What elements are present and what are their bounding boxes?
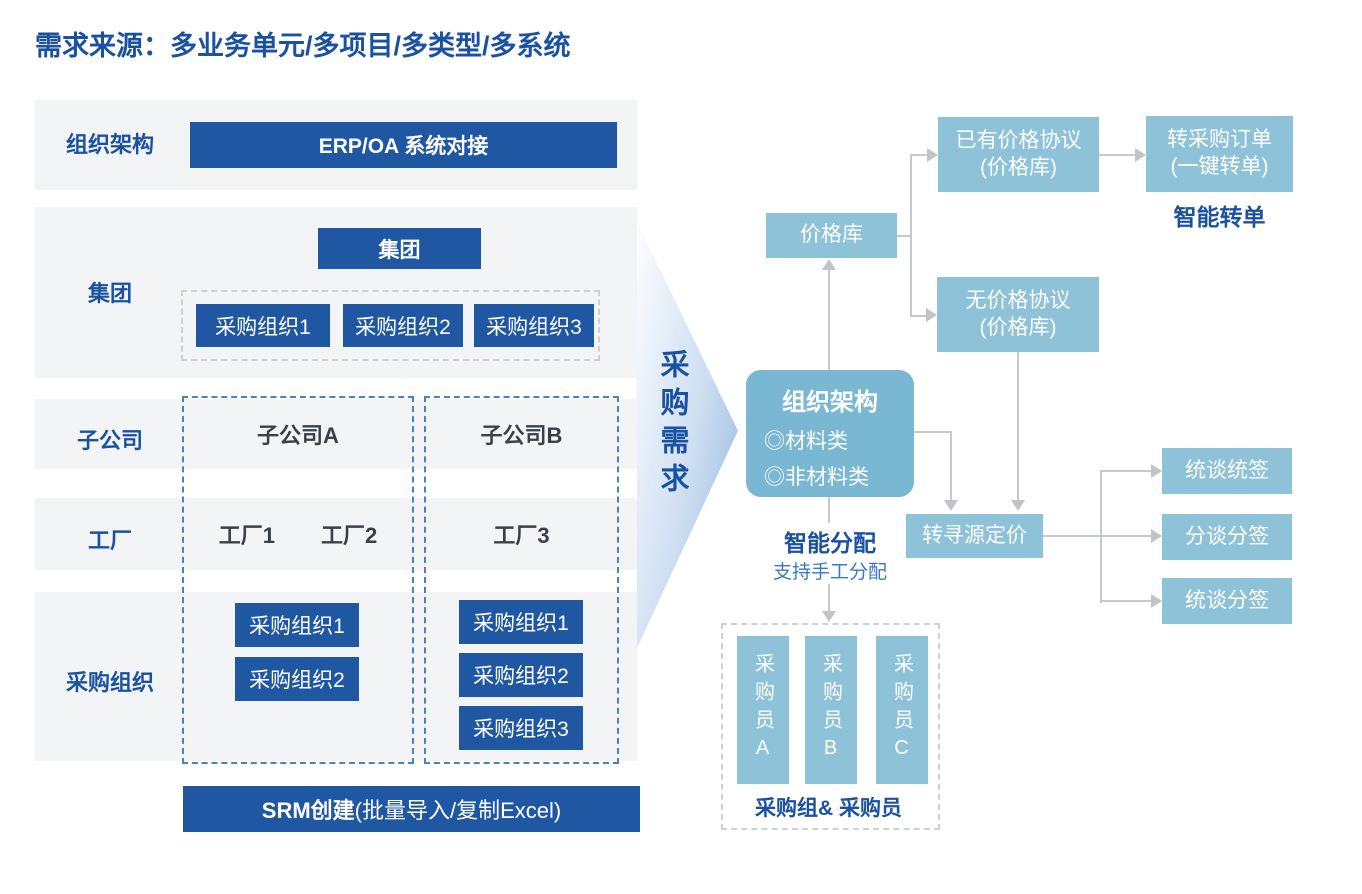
row-factory <box>35 498 637 570</box>
group-node: 集团 <box>318 228 481 269</box>
row-org-structure-label: 组织架构 <box>65 132 154 157</box>
connector-line <box>1100 600 1151 602</box>
row-subsidiary <box>35 399 637 469</box>
to-order-line1: 转采购订单 <box>1167 128 1272 152</box>
manual-assign-label: 支持手工分配 <box>772 562 887 583</box>
row-subsidiary-label: 子公司 <box>76 428 143 453</box>
flow-node-no-agreement: 无价格协议 (价格库) <box>937 277 1099 352</box>
buyer-b-node: 采购员B <box>805 636 857 784</box>
connector-line <box>1099 154 1135 156</box>
flow-node-sign-1: 统谈统签 <box>1162 448 1292 494</box>
srm-create-node: SRM创建(批量导入/复制Excel) <box>183 786 640 832</box>
arrow-right-icon <box>927 148 938 162</box>
no-agreement-line2: (价格库) <box>979 315 1057 339</box>
row-factory-label: 工厂 <box>87 528 132 553</box>
factory-3-node: 工厂3 <box>493 523 550 548</box>
arrow-right-icon <box>1151 464 1162 478</box>
connector-line <box>1043 535 1102 537</box>
sub-b-purchase-org-3-node: 采购组织3 <box>459 706 583 750</box>
factory-1-node: 工厂1 <box>218 523 275 548</box>
buyer-a-node: 采购员A <box>737 636 789 784</box>
has-agreement-line1: 已有价格协议 <box>955 128 1082 152</box>
connector-line <box>914 431 952 433</box>
flow-node-has-agreement: 已有价格协议 (价格库) <box>938 117 1099 192</box>
flow-node-sign-3: 统谈分签 <box>1162 578 1292 624</box>
connector-line <box>910 315 927 317</box>
sub-a-purchase-org-2-node: 采购组织2 <box>235 657 359 701</box>
arrow-down-icon <box>822 611 836 622</box>
arrow-up-icon <box>822 259 836 270</box>
connector-line <box>1017 352 1019 500</box>
connector-line <box>910 154 927 156</box>
flow-node-org-structure: 组织架构 ◎材料类 ◎非材料类 <box>746 370 914 497</box>
connector-line <box>910 154 912 317</box>
connector-line <box>828 497 830 523</box>
smart-transfer-label: 智能转单 <box>1173 204 1266 230</box>
group-purchase-org-3-node: 采购组织3 <box>474 304 594 347</box>
erp-oa-node: ERP/OA 系统对接 <box>190 122 617 168</box>
sub-b-purchase-org-1-node: 采购组织1 <box>459 600 583 644</box>
arrow-down-icon <box>944 500 958 511</box>
demand-arrow-label: 采购需求 <box>656 349 688 501</box>
subsidiary-a-node: 子公司A <box>257 423 339 448</box>
to-order-line2: (一键转单) <box>1170 155 1269 178</box>
no-agreement-line1: 无价格协议 <box>965 288 1071 312</box>
arrow-right-icon <box>926 308 937 322</box>
org-structure-bullet-material: ◎材料类 <box>764 430 848 453</box>
factory-2-node: 工厂2 <box>321 523 378 548</box>
group-orgs-dashed-box <box>181 290 600 361</box>
has-agreement-line2: (价格库) <box>980 155 1057 179</box>
flow-node-to-sourcing: 转寻源定价 <box>906 514 1043 558</box>
srm-create-suffix: (批量导入/复制Excel) <box>354 798 562 823</box>
flow-node-to-order: 转采购订单 (一键转单) <box>1146 116 1293 192</box>
group-purchase-org-1-node: 采购组织1 <box>196 304 330 347</box>
buyer-c-node: 采购员C <box>876 636 928 784</box>
connector-line <box>828 584 830 612</box>
flow-node-sign-2: 分谈分签 <box>1162 514 1292 560</box>
flow-node-price-lib: 价格库 <box>766 213 897 258</box>
connector-line <box>950 431 952 500</box>
connector-line <box>897 235 912 237</box>
row-purchase-org-label: 采购组织 <box>65 670 154 695</box>
arrow-right-icon <box>1151 594 1162 608</box>
smart-assign-label: 智能分配 <box>784 530 876 556</box>
arrow-down-icon <box>1011 500 1025 511</box>
group-purchase-org-2-node: 采购组织2 <box>343 304 463 347</box>
buyers-dashed-box <box>721 623 940 830</box>
buyers-group-label: 采购组& 采购员 <box>755 797 902 820</box>
connector-line <box>828 270 830 370</box>
org-structure-title: 组织架构 <box>782 389 878 416</box>
column-b-dashed-box <box>424 396 619 764</box>
column-a-dashed-box <box>182 396 414 764</box>
sub-b-purchase-org-2-node: 采购组织2 <box>459 653 583 697</box>
srm-create-title: SRM创建 <box>261 798 355 823</box>
org-structure-bullet-non-material: ◎非材料类 <box>764 466 869 489</box>
arrow-right-icon <box>1151 529 1162 543</box>
sub-a-purchase-org-1-node: 采购组织1 <box>235 603 359 647</box>
connector-line <box>1100 470 1151 472</box>
connector-line <box>1100 535 1151 537</box>
row-group-label: 集团 <box>87 281 132 306</box>
arrow-right-icon <box>1135 148 1146 162</box>
page-title: 需求来源：多业务单元/多项目/多类型/多系统 <box>35 31 571 61</box>
subsidiary-b-node: 子公司B <box>480 423 563 448</box>
